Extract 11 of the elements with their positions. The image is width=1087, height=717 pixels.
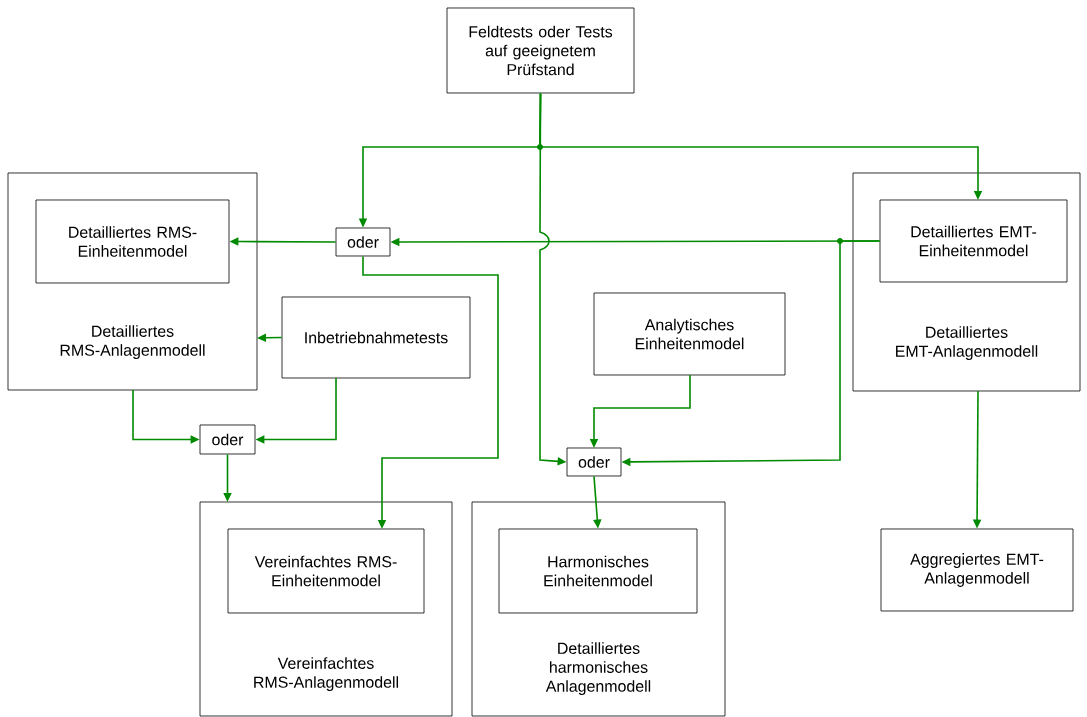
model-box: Vereinfachtes RMS-Einheitenmodel [227,528,425,614]
model-box: Detailliertes EMT-Einheitenmodel [879,199,1068,283]
model-box: Harmonisches Einheitenmodel [498,528,698,614]
or-box: oder [335,227,391,257]
model-box: Detailliertes RMS-Einheitenmodel [35,199,230,284]
model-box: Inbetriebnahmetests [281,296,471,379]
model-box: Aggregiertes EMT-Anlagenmodell [880,528,1074,612]
or-box: oder [199,424,256,455]
model-box: Feldtests oder Tests auf geeignetem Prüfstand [446,7,635,94]
model-box: Analytisches Einheitenmodel [593,292,786,376]
or-box: oder [566,447,622,477]
